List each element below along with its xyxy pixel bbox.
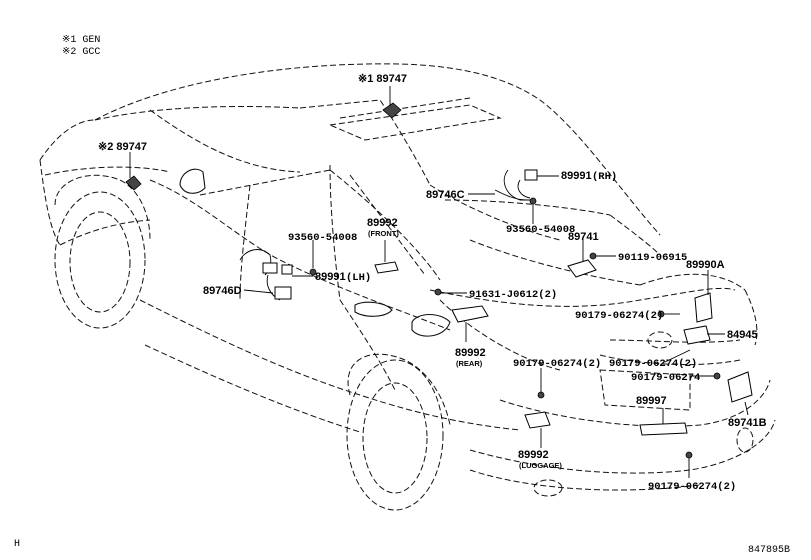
callout-roof-sensor: ※1 89747: [358, 73, 407, 85]
callout-clip-rh: 93560-54008: [506, 224, 575, 236]
sensor-lh-part: [239, 249, 293, 301]
antenna-part: [694, 292, 713, 323]
callout-luggage: 89992: [518, 449, 549, 461]
callout-screw-bottom: 90179-06274(2): [648, 481, 736, 493]
callout-door-rear-sub: (REAR): [456, 359, 483, 368]
callout-wire-lh: 89746D: [203, 285, 242, 297]
luggage-part: [524, 411, 551, 429]
callout-antenna: 89990A: [686, 259, 725, 271]
leader-lines: [129, 86, 749, 478]
callout-screw-84945: 90179-06274(2): [609, 358, 697, 370]
screw-rear-part: [537, 391, 545, 399]
door-handle: [354, 301, 393, 317]
callout-sensor-rh-side: (RH): [592, 171, 617, 183]
ecu-rear-part: [727, 371, 753, 403]
callout-screw-single: 90179-06274: [631, 372, 700, 384]
clip-lh-part: [309, 268, 317, 276]
footer-left-code: H: [14, 539, 20, 550]
door-rear-part: [451, 305, 489, 323]
callout-luggage-sub: (LUGGAGE): [519, 461, 562, 470]
callout-sensor-lh: 89991: [315, 271, 346, 283]
diagram-id: 847895B: [748, 545, 790, 556]
callout-nut-rear: 91631-J0612(2): [469, 289, 557, 301]
screw-single-part: [713, 372, 721, 380]
ecu-part: [567, 259, 597, 278]
screw-bottom-part: [685, 451, 693, 459]
dash-sensor-part: [125, 175, 142, 191]
door-front-part: [374, 261, 399, 274]
roof-sensor-part: [382, 102, 402, 119]
callout-screw-rear: 90179-06274(2): [513, 358, 601, 370]
ecu-screw-part: [589, 252, 597, 260]
callout-clip-lh: 93560-54008: [288, 232, 357, 244]
callout-bumper-antenna: 89997: [636, 395, 667, 407]
callout-ecu-rear: 89741B: [728, 417, 767, 429]
bumper-antenna-part: [639, 422, 688, 436]
callout-ecu: 89741: [568, 231, 599, 243]
rear-unit-part: [683, 325, 711, 345]
callout-ecu-screw: 90119-06915: [618, 252, 687, 264]
legend-gen: ※1 GEN: [62, 35, 100, 46]
clip-rh-part: [529, 197, 537, 205]
nut-rear-part: [434, 288, 442, 296]
side-mirror: [179, 168, 206, 194]
callout-screw-antenna: 90179-06274(2): [575, 310, 663, 322]
fuel-lid: [411, 313, 451, 337]
callout-door-rear: 89992: [455, 347, 486, 359]
callout-wire-rh: 89746C: [426, 189, 465, 201]
car-body-outline: [39, 63, 776, 511]
callout-door-front-sub: (FRONT): [368, 229, 399, 238]
callout-door-front: 89992: [367, 217, 398, 229]
sensor-rh-part: [503, 169, 538, 201]
legend-gcc: ※2 GCC: [62, 47, 100, 58]
callout-sensor-lh-side: (LH): [346, 272, 371, 284]
wire-rh-part: [494, 189, 529, 201]
callout-rear-unit: 84945: [727, 329, 758, 341]
callout-dash-sensor: ※2 89747: [98, 141, 147, 153]
callout-sensor-rh: 89991: [561, 170, 592, 182]
